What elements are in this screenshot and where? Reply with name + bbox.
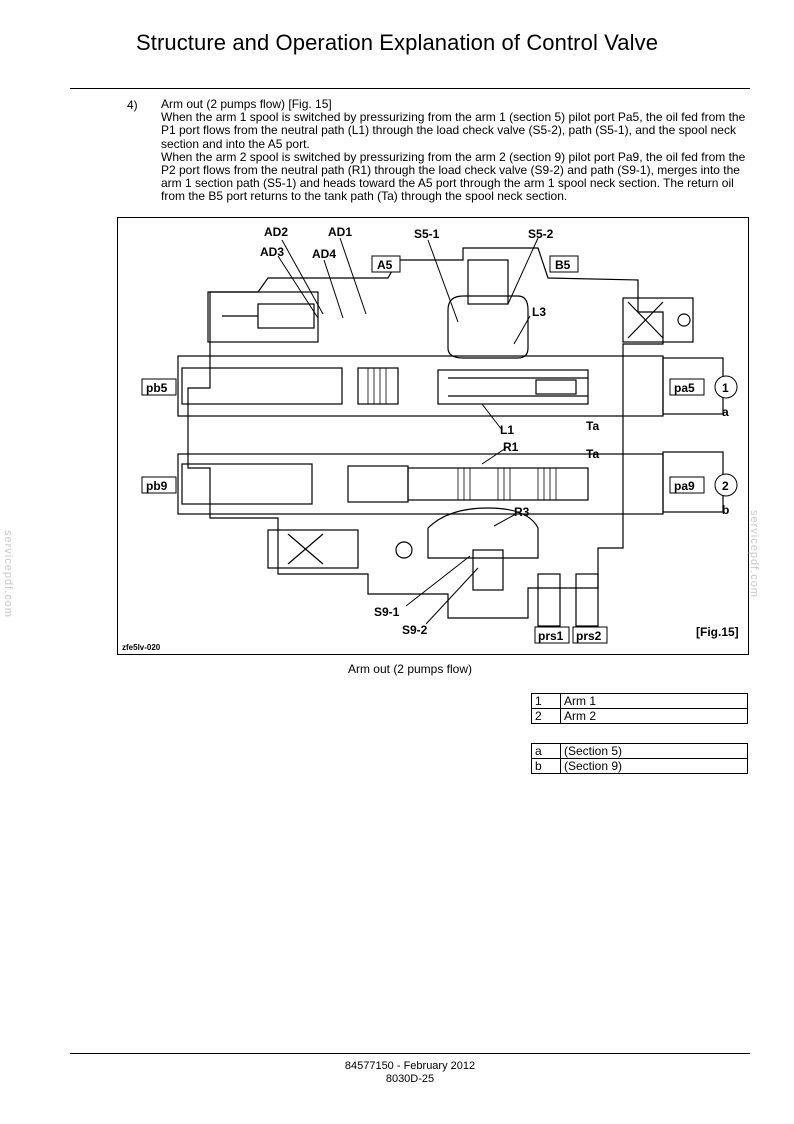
- legend-key: a: [531, 743, 561, 759]
- spool-bore-section-9: [177, 453, 664, 515]
- label-pb9: pb9: [146, 479, 168, 493]
- watermark-right: servicepdf.com: [748, 510, 760, 598]
- legend-key: 1: [531, 693, 561, 709]
- port-prs2: [575, 573, 599, 627]
- paragraph-2: When the arm 2 spool is switched by pres…: [161, 149, 746, 204]
- footer-document-id: 84577150 - February 2012: [344, 1060, 476, 1072]
- legend-table-letters: a (Section 5) b (Section 9): [531, 743, 748, 774]
- watermark-left: servicepdf.com: [2, 530, 14, 618]
- plug-ad: [207, 291, 319, 343]
- control-valve-diagram: AD2 AD1 AD3 AD4 A5 B5 S5-1 S5-2 L3 L1 R1…: [117, 217, 749, 655]
- label-r3: R3: [514, 505, 530, 519]
- label-r1: R1: [503, 440, 519, 454]
- label-ta-1: Ta: [586, 419, 599, 433]
- label-sub-b: b: [722, 503, 729, 517]
- label-pb5: pb5: [146, 381, 168, 395]
- footer-rule: [70, 1053, 750, 1054]
- legend-value: Arm 2: [560, 708, 748, 724]
- label-s9-1: S9-1: [374, 605, 400, 619]
- figure-caption: Arm out (2 pumps flow): [347, 662, 473, 676]
- label-prs1: prs1: [538, 629, 564, 643]
- section-heading: Arm out (2 pumps flow) [Fig. 15]: [161, 97, 332, 111]
- label-prs2: prs2: [576, 629, 602, 643]
- valve-body-outline: [187, 247, 664, 619]
- label-pa5: pa5: [674, 381, 695, 395]
- figure-reference: [Fig.15]: [696, 625, 739, 639]
- label-s9-2: S9-2: [402, 623, 428, 637]
- port-prs1: [537, 573, 561, 627]
- plug-right-top: [622, 297, 694, 343]
- legend-row: 1 Arm 1: [531, 693, 748, 709]
- label-l3: L3: [532, 305, 546, 319]
- legend-key: b: [531, 758, 561, 774]
- legend-value: (Section 5): [560, 743, 748, 759]
- label-sub-a: a: [722, 405, 729, 419]
- label-ad3: AD3: [260, 245, 284, 259]
- legend-value: Arm 1: [560, 693, 748, 709]
- label-ta-2: Ta: [586, 447, 599, 461]
- section-body: Arm out (2 pumps flow) [Fig. 15] When th…: [161, 97, 753, 204]
- label-s5-2: S5-2: [528, 227, 554, 241]
- section-number: 4): [127, 98, 138, 112]
- header-rule: [70, 88, 750, 89]
- spool-bore-section-5: [177, 355, 664, 417]
- legend-row: a (Section 5): [531, 743, 748, 759]
- legend-row: b (Section 9): [531, 758, 748, 774]
- label-circle-2: 2: [722, 479, 729, 493]
- legend-key: 2: [531, 708, 561, 724]
- legend-table-sections: 1 Arm 1 2 Arm 2: [531, 693, 748, 724]
- label-a5: A5: [377, 258, 393, 272]
- plug-bottom-left: [267, 529, 359, 569]
- label-l1: L1: [500, 423, 514, 437]
- footer-page-number: 8030D-25: [385, 1073, 435, 1085]
- legend-value: (Section 9): [560, 758, 748, 774]
- legend-row: 2 Arm 2: [531, 708, 748, 724]
- label-ad4: AD4: [312, 247, 336, 261]
- drawing-code: zfe5lv-020: [122, 643, 161, 652]
- page-title: Structure and Operation Explanation of C…: [135, 30, 659, 55]
- paragraph-1: When the arm 1 spool is switched by pres…: [161, 110, 746, 151]
- label-s5-1: S5-1: [414, 227, 440, 241]
- label-b5: B5: [555, 258, 571, 272]
- label-ad1: AD1: [328, 225, 352, 239]
- label-circle-1: 1: [722, 381, 729, 395]
- label-pa9: pa9: [674, 479, 695, 493]
- label-ad2: AD2: [264, 225, 288, 239]
